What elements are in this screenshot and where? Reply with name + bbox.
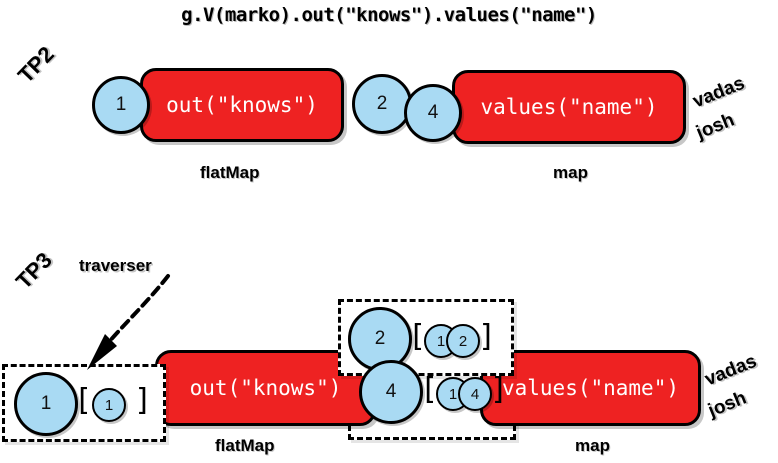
path-open-bracket: [ (420, 372, 439, 407)
path-circle: 1 (92, 388, 126, 422)
step-caption-map: map (575, 436, 610, 455)
traverser-callout-arrow-icon (87, 274, 170, 370)
path-open-bracket: [ (408, 319, 427, 354)
path-open-bracket: [ (74, 383, 93, 418)
traverser-circle: 4 (359, 360, 423, 424)
output-label-vadas: vadas (701, 350, 760, 391)
page-title: g.V(marko).out("knows").values("name") (181, 4, 597, 26)
step-values-name: values("name") (480, 350, 701, 426)
row-label-tp3: TP3 (10, 247, 57, 294)
path-close-bracket: ] (134, 383, 153, 418)
path-circle: 4 (458, 377, 492, 411)
traverser-circle: 1 (14, 372, 78, 436)
step-out-knows: out("knows") (140, 68, 344, 142)
path-close-bracket: ] (490, 372, 509, 407)
annotation-traverser: traverser (79, 256, 152, 275)
step-caption-flatmap: flatMap (215, 436, 275, 455)
step-caption-map: map (553, 163, 588, 182)
row-label-tp2: TP2 (12, 41, 59, 88)
output-label-josh: josh (693, 109, 738, 144)
step-values-name: values("name") (452, 70, 686, 144)
traverser-circle: 1 (92, 76, 150, 134)
traverser-circle: 2 (352, 74, 412, 134)
path-close-bracket: ] (478, 319, 497, 354)
path-circle: 2 (446, 324, 480, 358)
traverser-circle: 4 (404, 84, 462, 142)
output-label-josh: josh (705, 387, 750, 422)
output-label-vadas: vadas (689, 72, 748, 113)
step-caption-flatmap: flatMap (200, 163, 260, 182)
